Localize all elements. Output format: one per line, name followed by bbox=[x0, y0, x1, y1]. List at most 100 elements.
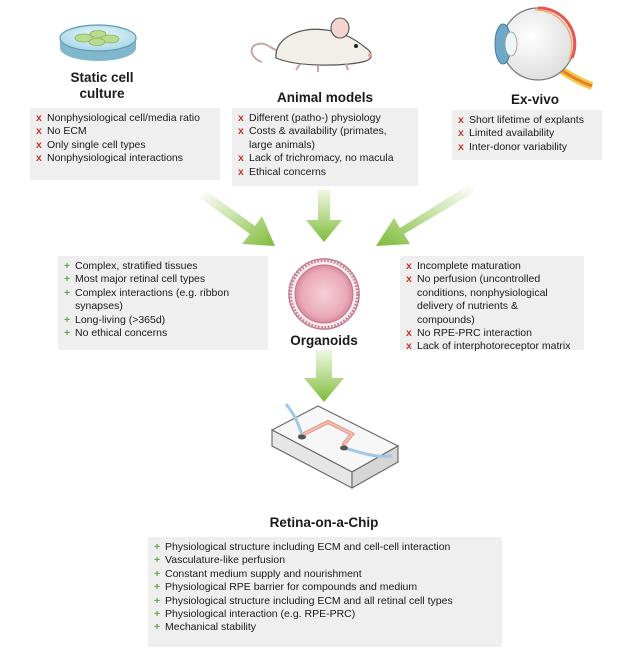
list-item: x Short lifetime of explants bbox=[458, 114, 596, 127]
list-item-text: Ethical concerns bbox=[249, 165, 327, 178]
pro-marker: + bbox=[154, 621, 161, 634]
list-item-text: Short lifetime of explants bbox=[469, 114, 584, 126]
organoids-cons-box: x Incomplete maturation x No perfusion (unc… bbox=[400, 256, 584, 353]
list-item: + Complex interactions (e.g. ribbon synap… bbox=[64, 287, 262, 314]
list-item-text: Long-living (>365d) bbox=[75, 313, 166, 326]
list-item-text: Mechanical stability bbox=[165, 621, 257, 634]
list-item-text: Vasculature-like perfusion bbox=[165, 554, 286, 567]
list-item: x No ECM bbox=[36, 125, 214, 138]
pro-marker: + bbox=[64, 260, 71, 272]
arrow-organoids-to-chip bbox=[304, 350, 344, 402]
list-item: x Incomplete maturation bbox=[406, 260, 578, 273]
con-marker: x bbox=[36, 112, 42, 124]
con-marker: x bbox=[36, 152, 42, 165]
list-item-text: Limited availability bbox=[469, 127, 555, 140]
list-item-text: Inter-donor variability bbox=[469, 140, 568, 153]
list-item: + Complex, stratified tissues bbox=[64, 260, 262, 273]
con-marker: x bbox=[406, 260, 412, 272]
con-marker: x bbox=[36, 138, 42, 151]
con-marker: x bbox=[238, 112, 244, 124]
pro-marker: + bbox=[154, 608, 161, 621]
list-item-text: Nonphysiological cell/media ratio bbox=[47, 112, 200, 124]
list-item: + Constant medium supply and nourishment bbox=[154, 568, 496, 581]
list-item: + Physiological structure including ECM a… bbox=[154, 595, 496, 608]
list-item-text: Physiological structure including ECM an… bbox=[165, 541, 451, 553]
mouse-icon bbox=[250, 17, 372, 72]
con-marker: x bbox=[406, 273, 412, 286]
list-item: x Costs & availability (primates, large a… bbox=[238, 125, 412, 152]
con-marker: x bbox=[406, 327, 412, 340]
con-marker: x bbox=[36, 125, 42, 138]
list-item: x Limited availability bbox=[458, 127, 596, 140]
con-marker: x bbox=[458, 114, 464, 126]
list-item-text: Complex interactions (e.g. ribbon synaps… bbox=[75, 286, 230, 313]
list-item-text: Complex, stratified tissues bbox=[75, 260, 198, 272]
petri-dish-icon bbox=[59, 24, 137, 61]
list-item-text: No perfusion (uncontrolled conditions, n… bbox=[417, 273, 548, 326]
list-item: x Nonphysiological interactions bbox=[36, 152, 214, 165]
list-item: x Only single cell types bbox=[36, 139, 214, 152]
con-marker: x bbox=[238, 125, 244, 138]
static-culture-title: Static cell culture bbox=[70, 70, 134, 101]
pro-marker: + bbox=[64, 273, 71, 286]
organoids-title: Organoids bbox=[290, 333, 358, 348]
list-item: x No perfusion (uncontrolled conditions, … bbox=[406, 273, 578, 327]
list-item-text: No RPE-PRC interaction bbox=[417, 327, 532, 340]
list-item-text: Incomplete maturation bbox=[417, 260, 521, 272]
list-item-text: Physiological interaction (e.g. RPE-PRC) bbox=[165, 608, 356, 621]
pro-marker: + bbox=[154, 554, 161, 567]
list-item-text: No ECM bbox=[47, 125, 87, 138]
pro-marker: + bbox=[154, 567, 161, 580]
list-item: + Mechanical stability bbox=[154, 621, 496, 634]
pro-marker: + bbox=[154, 541, 161, 553]
arrow-exvivo-to-organoids bbox=[376, 184, 475, 246]
chip-title: Retina-on-a-Chip bbox=[269, 515, 379, 530]
list-item-text: No ethical concerns bbox=[75, 327, 168, 340]
list-item: + Most major retinal cell types bbox=[64, 273, 262, 286]
animal-models-title: Animal models bbox=[276, 90, 374, 105]
pro-marker: + bbox=[64, 327, 71, 340]
list-item-text: Constant medium supply and nourishment bbox=[165, 567, 362, 580]
list-item-text: Physiological RPE barrier for compounds … bbox=[165, 581, 418, 594]
pro-marker: + bbox=[154, 581, 161, 594]
list-item: + Physiological interaction (e.g. RPE-PRC… bbox=[154, 608, 496, 621]
list-item: + Physiological structure including ECM a… bbox=[154, 541, 496, 554]
pro-marker: + bbox=[154, 594, 161, 607]
arrow-animal-to-organoids bbox=[306, 190, 342, 242]
organoid-icon bbox=[288, 258, 360, 330]
list-item-text: Most major retinal cell types bbox=[75, 273, 206, 286]
list-item: x Inter-donor variability bbox=[458, 141, 596, 154]
pro-marker: + bbox=[64, 313, 71, 326]
con-marker: x bbox=[458, 140, 464, 153]
list-item: x No RPE-PRC interaction bbox=[406, 327, 578, 340]
list-item-text: Nonphysiological interactions bbox=[47, 152, 183, 165]
organoids-pros-box: + Complex, stratified tissues + Most major … bbox=[58, 256, 268, 350]
list-item: x Lack of trichromacy, no macula bbox=[238, 152, 412, 165]
list-item-text: Lack of trichromacy, no macula bbox=[249, 152, 394, 165]
eye-icon bbox=[494, 6, 594, 90]
microfluidic-chip-icon bbox=[270, 403, 400, 489]
con-marker: x bbox=[458, 127, 464, 140]
list-item: + Long-living (>365d) bbox=[64, 314, 262, 327]
con-marker: x bbox=[406, 340, 412, 353]
list-item-text: Only single cell types bbox=[47, 138, 146, 151]
arrow-static-to-organoids bbox=[200, 190, 275, 246]
static-culture-cons-box: x Nonphysiological cell/media ratio x No EC… bbox=[30, 108, 220, 180]
pro-marker: + bbox=[64, 286, 71, 299]
exvivo-title: Ex-vivo bbox=[510, 92, 560, 107]
con-marker: x bbox=[238, 165, 244, 178]
list-item: x Nonphysiological cell/media ratio bbox=[36, 112, 214, 125]
list-item: x Ethical concerns bbox=[238, 166, 412, 179]
list-item: + Vasculature-like perfusion bbox=[154, 554, 496, 567]
con-marker: x bbox=[238, 152, 244, 165]
list-item-text: Physiological structure including ECM an… bbox=[165, 594, 453, 607]
list-item: + No ethical concerns bbox=[64, 327, 262, 340]
list-item: + Physiological RPE barrier for compounds… bbox=[154, 581, 496, 594]
chip-pros-box: + Physiological structure including ECM a… bbox=[148, 537, 502, 647]
list-item-text: Costs & availability (primates, large an… bbox=[249, 125, 387, 151]
